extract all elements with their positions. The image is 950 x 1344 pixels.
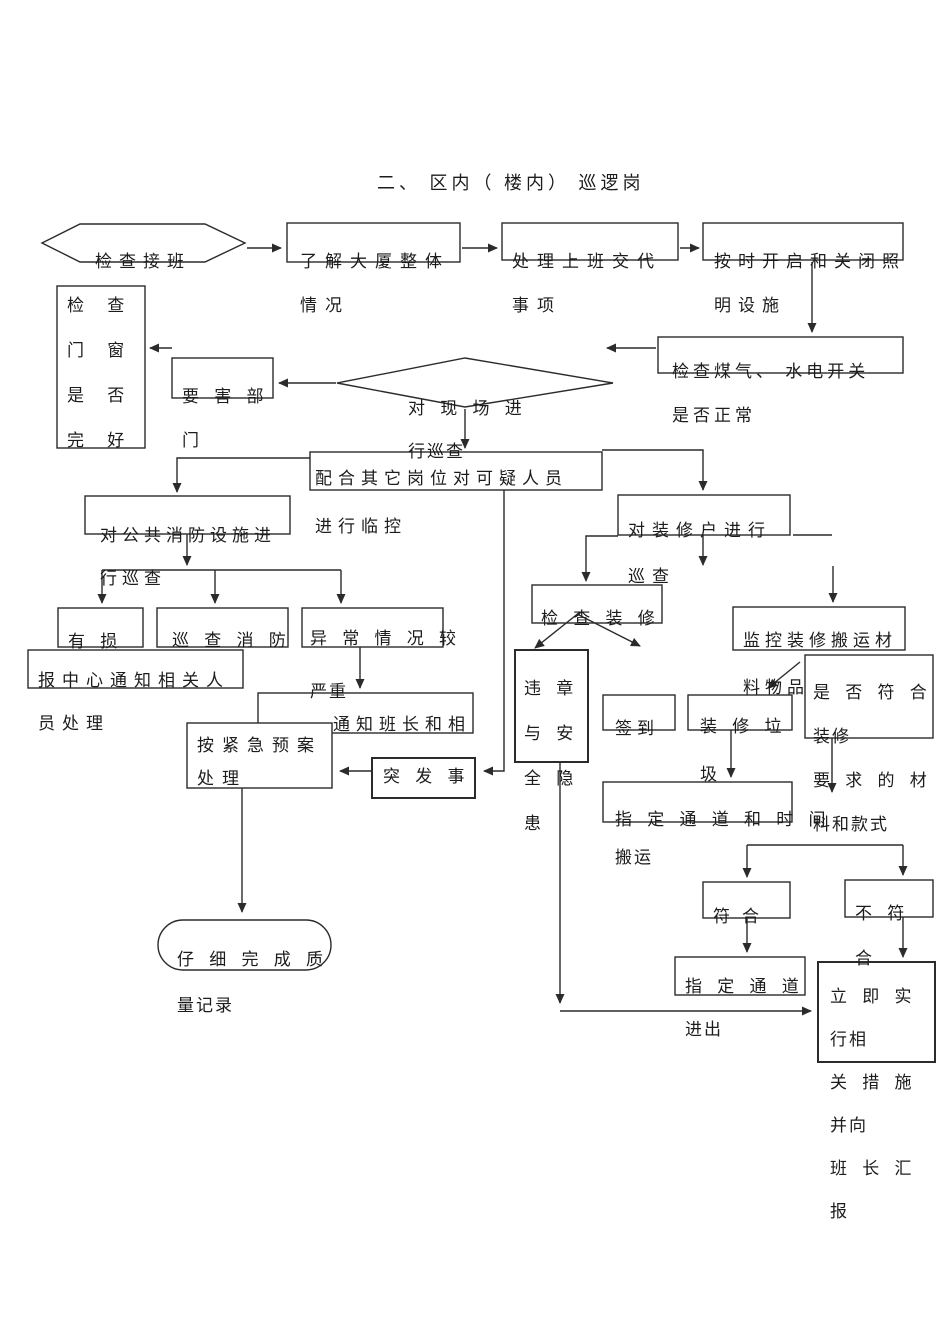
fire-facility-patrol-box [84, 495, 291, 535]
material-conform-box [804, 654, 934, 739]
immediate-measures-box [817, 961, 936, 1063]
check-gas-power-box [657, 336, 904, 374]
arrow-coordinate-to-fire-patrol [172, 457, 310, 493]
coordinate-monitor-box [309, 451, 603, 491]
arrow-check-decoration-to-violation [534, 611, 581, 649]
decoration-patrol-box [617, 494, 791, 536]
arrow-coordinate-to-decoration-patrol [602, 449, 708, 491]
damaged-box [57, 607, 144, 648]
arrow-decoration-to-check [581, 535, 618, 582]
patrol-fire-equipment-box [156, 607, 289, 648]
emergency-plan-box [186, 722, 333, 789]
channel-in-out-box [674, 956, 806, 996]
not-conform-box [844, 879, 934, 918]
report-center-box [27, 649, 244, 689]
check-handover-hexagon [40, 223, 247, 263]
patrol-site-diamond [336, 357, 614, 408]
monitor-materials-box [732, 606, 906, 651]
check-decoration-box [531, 584, 663, 624]
handle-shift-matters-box [501, 222, 679, 261]
arrow-coordinate-to-emergency-event [483, 490, 505, 776]
decoration-garbage-box [687, 694, 793, 731]
check-doors-windows-box [56, 285, 146, 449]
lighting-on-off-box [702, 222, 904, 261]
quality-record-stadium [157, 919, 332, 971]
understand-building-box [286, 222, 461, 263]
violation-hazard-box [514, 649, 589, 763]
conform-box [702, 881, 791, 919]
vital-departments-box [171, 357, 274, 399]
arrow-check-decoration-right [576, 613, 641, 647]
channel-and-time-box [602, 781, 793, 823]
abnormal-serious-box [301, 607, 444, 648]
arrow-monitor-diagonal [767, 661, 801, 689]
sign-in-box [602, 694, 676, 731]
emergency-event-box [371, 757, 476, 799]
